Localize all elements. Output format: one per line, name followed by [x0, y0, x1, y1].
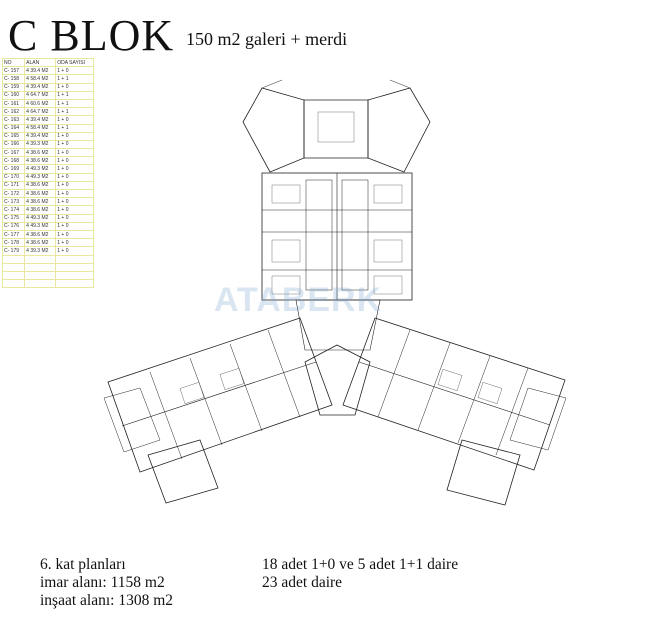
- construction-area-text: inşaat alanı: 1308 m2: [40, 592, 174, 609]
- top-right-unit: [367, 87, 431, 173]
- zoning-area-text: imar alanı: 1158 m2: [40, 574, 165, 591]
- left-wing-outline: [107, 317, 333, 473]
- unit-mix-text: 18 adet 1+0 ve 5 adet 1+1 daire: [262, 556, 459, 573]
- right-terrace: [446, 439, 521, 506]
- block-title: C BLOK: [8, 11, 175, 60]
- right-wing-outline: [342, 317, 566, 471]
- watermark-logo: ATABERK: [214, 281, 383, 319]
- top-left-unit: [242, 87, 305, 173]
- floor-plan-label: 6. kat planları: [40, 556, 126, 573]
- left-terrace: [147, 439, 219, 504]
- block-subtitle: 150 m2 galeri + merdi: [186, 29, 348, 49]
- empty-table-row: [1, 279, 94, 289]
- central-atrium: [304, 344, 371, 416]
- top-center-unit: [303, 99, 369, 159]
- unit-total-text: 23 adet daire: [262, 574, 343, 591]
